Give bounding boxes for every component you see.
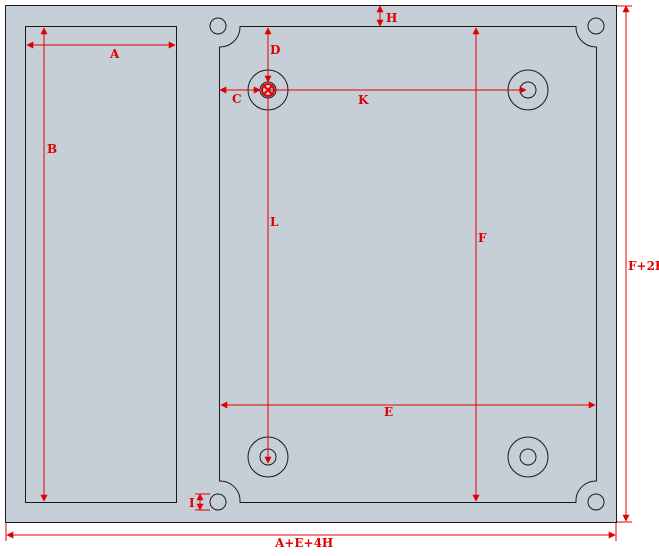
label-b: B [47, 142, 57, 156]
standoff-bottom-right [507, 436, 549, 478]
label-i: I [189, 496, 195, 510]
label-c: C [232, 92, 242, 106]
label-a: A [109, 47, 120, 61]
label-h: H [386, 11, 397, 25]
corner-hole-top-right [587, 17, 605, 35]
label-f: F [478, 231, 487, 245]
label-total-height: F+2H [628, 259, 659, 273]
label-d: D [270, 43, 280, 57]
label-e: E [384, 405, 393, 419]
left-pocket [25, 26, 177, 503]
corner-hole-bottom-left [209, 493, 227, 511]
label-l: L [270, 215, 279, 229]
label-total-width: A+E+4H [274, 536, 333, 550]
label-k: K [358, 93, 369, 107]
corner-hole-bottom-right [587, 493, 605, 511]
main-cutout [219, 26, 597, 503]
base-plate [5, 5, 617, 523]
corner-hole-top-left [209, 17, 227, 35]
